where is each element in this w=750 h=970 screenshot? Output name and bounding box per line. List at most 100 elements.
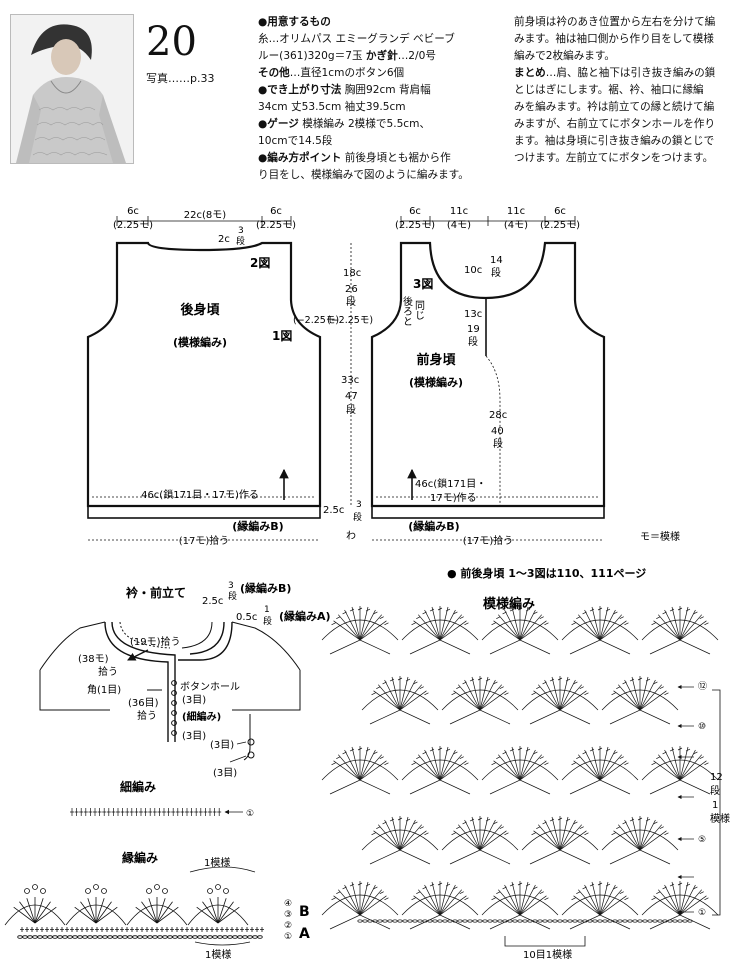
- chain-symbol: [677, 919, 683, 923]
- chain-symbol: [32, 935, 38, 939]
- buttonhole-spacing: (3目): [182, 731, 206, 742]
- fan-stitch-bar: [429, 748, 435, 752]
- fan-stitch-bar: [456, 686, 461, 690]
- fan-stitch-bar: [539, 616, 544, 620]
- fan-stitch-bar: [357, 747, 363, 751]
- fan-stitch-bar: [611, 692, 616, 696]
- chain-symbol: [592, 919, 598, 923]
- chain-loop: [449, 709, 511, 725]
- fan-stitch-bar: [539, 756, 544, 760]
- fan-stitch: [217, 898, 227, 924]
- collar-border-line: [181, 621, 213, 649]
- fan-stitch: [418, 754, 441, 781]
- fan-stitch: [679, 620, 707, 641]
- fan-stitch-bar: [357, 882, 363, 886]
- collar-pick-38: 拾う: [98, 665, 118, 678]
- text: かぎ針: [365, 50, 398, 62]
- center-front-line: [485, 355, 501, 506]
- collar-hoso: (細編み): [182, 710, 221, 723]
- fan-stitch-bar: [525, 748, 531, 752]
- fan-stitch-bar: [542, 681, 547, 685]
- chain-loop: [329, 639, 391, 655]
- chain-symbol: [492, 919, 498, 923]
- row-number: ③: [284, 910, 292, 920]
- chain-symbol: [432, 919, 438, 923]
- front-shoulder-width-right: 6c: [554, 206, 566, 217]
- instructions-line: 編みで2枚編みます。: [514, 50, 616, 62]
- fan-stitch-bar: [509, 608, 515, 612]
- button-icon: [171, 710, 177, 716]
- fan-stitch: [351, 606, 361, 641]
- figure-reference: ● 前後身頃 1〜3図は110、111ページ: [447, 566, 646, 580]
- collar-borderB: (縁編みB): [240, 581, 291, 595]
- fan-stitch-bar: [357, 607, 363, 611]
- repeat-rows: 1: [712, 800, 718, 811]
- fan-stitch: [519, 895, 547, 916]
- back-neck-dan: 段: [236, 235, 245, 247]
- fan-stitch: [333, 895, 361, 916]
- chain-symbol: [537, 919, 543, 923]
- instructions-column: 前身頃は衿のあき位置から左右を分けて編 みます。袖は袖口側から作り目をして模様 …: [514, 14, 746, 167]
- stitch-symbol: [200, 927, 204, 932]
- stitch-symbol: [225, 927, 229, 932]
- fan-stitch-bar: [659, 826, 664, 830]
- stitch-symbol: [110, 927, 114, 932]
- chain-symbol: [242, 935, 248, 939]
- fan-stitch-bar: [416, 756, 421, 760]
- fan-stitch: [399, 679, 416, 711]
- fan-stitch: [418, 614, 441, 641]
- chain-loop: [369, 709, 431, 725]
- fan-stitch: [679, 754, 702, 781]
- fan-stitch-bar: [622, 821, 627, 825]
- fan-stitch: [439, 609, 456, 641]
- front-neck-dan: 段: [491, 266, 501, 279]
- fan-stitch: [584, 609, 601, 641]
- fan-stitch-bar: [653, 681, 658, 685]
- fan-stitch: [148, 898, 158, 924]
- chain-symbol: [637, 919, 643, 923]
- fan-stitch: [519, 881, 529, 916]
- fan-stitch: [504, 609, 521, 641]
- fan-stitch-bar: [462, 821, 467, 825]
- fan-stitch-bar: [584, 692, 589, 696]
- fan-stitch: [493, 895, 521, 916]
- picot-symbol: [101, 888, 107, 894]
- front-neck-mo: (4モ): [447, 220, 471, 231]
- fan-stitch: [658, 614, 681, 641]
- fan-stitch-bar: [693, 886, 698, 890]
- fan-stitch: [671, 746, 681, 781]
- fan-stitch-bar: [459, 616, 464, 620]
- chain-symbol: [72, 935, 78, 939]
- instructions-line: 前身頃は衿のあき位置から左右を分けて編: [514, 16, 716, 28]
- chain-symbol: [392, 919, 398, 923]
- fan-stitch: [359, 614, 382, 641]
- fan-stitch: [599, 746, 609, 781]
- fan-stitch-bar: [373, 751, 378, 755]
- fan-stitch-bar: [651, 897, 656, 901]
- stitch-symbol: [165, 927, 169, 932]
- fan-stitch-bar: [656, 891, 661, 895]
- fan-stitch: [359, 884, 376, 916]
- fan-stitch-bar: [565, 678, 571, 682]
- fan-stitch-bar: [411, 622, 416, 626]
- chain-symbol: [257, 935, 263, 939]
- text: ●ゲージ: [258, 118, 299, 130]
- instructions-line: とじはぎにします。裾、衿、袖口に縁編: [514, 84, 704, 96]
- back-pickup: (17モ)拾う: [179, 534, 230, 547]
- fan-stitch: [351, 881, 361, 916]
- fan-stitch-bar: [662, 611, 667, 615]
- back-pattern: (模様編み): [173, 335, 227, 349]
- button-icon: [247, 751, 255, 759]
- chain-loop: [569, 779, 631, 795]
- stitch-symbol: [235, 927, 239, 932]
- collar-title: 衿・前立て: [126, 585, 186, 600]
- fan-stitch-bar: [637, 817, 643, 821]
- fan-stitch: [471, 676, 481, 711]
- fan-stitch-bar: [419, 686, 424, 690]
- chain-loop: [609, 709, 671, 725]
- front-neck-depth: 10c: [464, 265, 482, 276]
- fan-stitch: [209, 898, 219, 924]
- chain-symbol: [162, 935, 168, 939]
- fan-stitch: [351, 746, 361, 781]
- fan-stitch-bar: [704, 897, 709, 901]
